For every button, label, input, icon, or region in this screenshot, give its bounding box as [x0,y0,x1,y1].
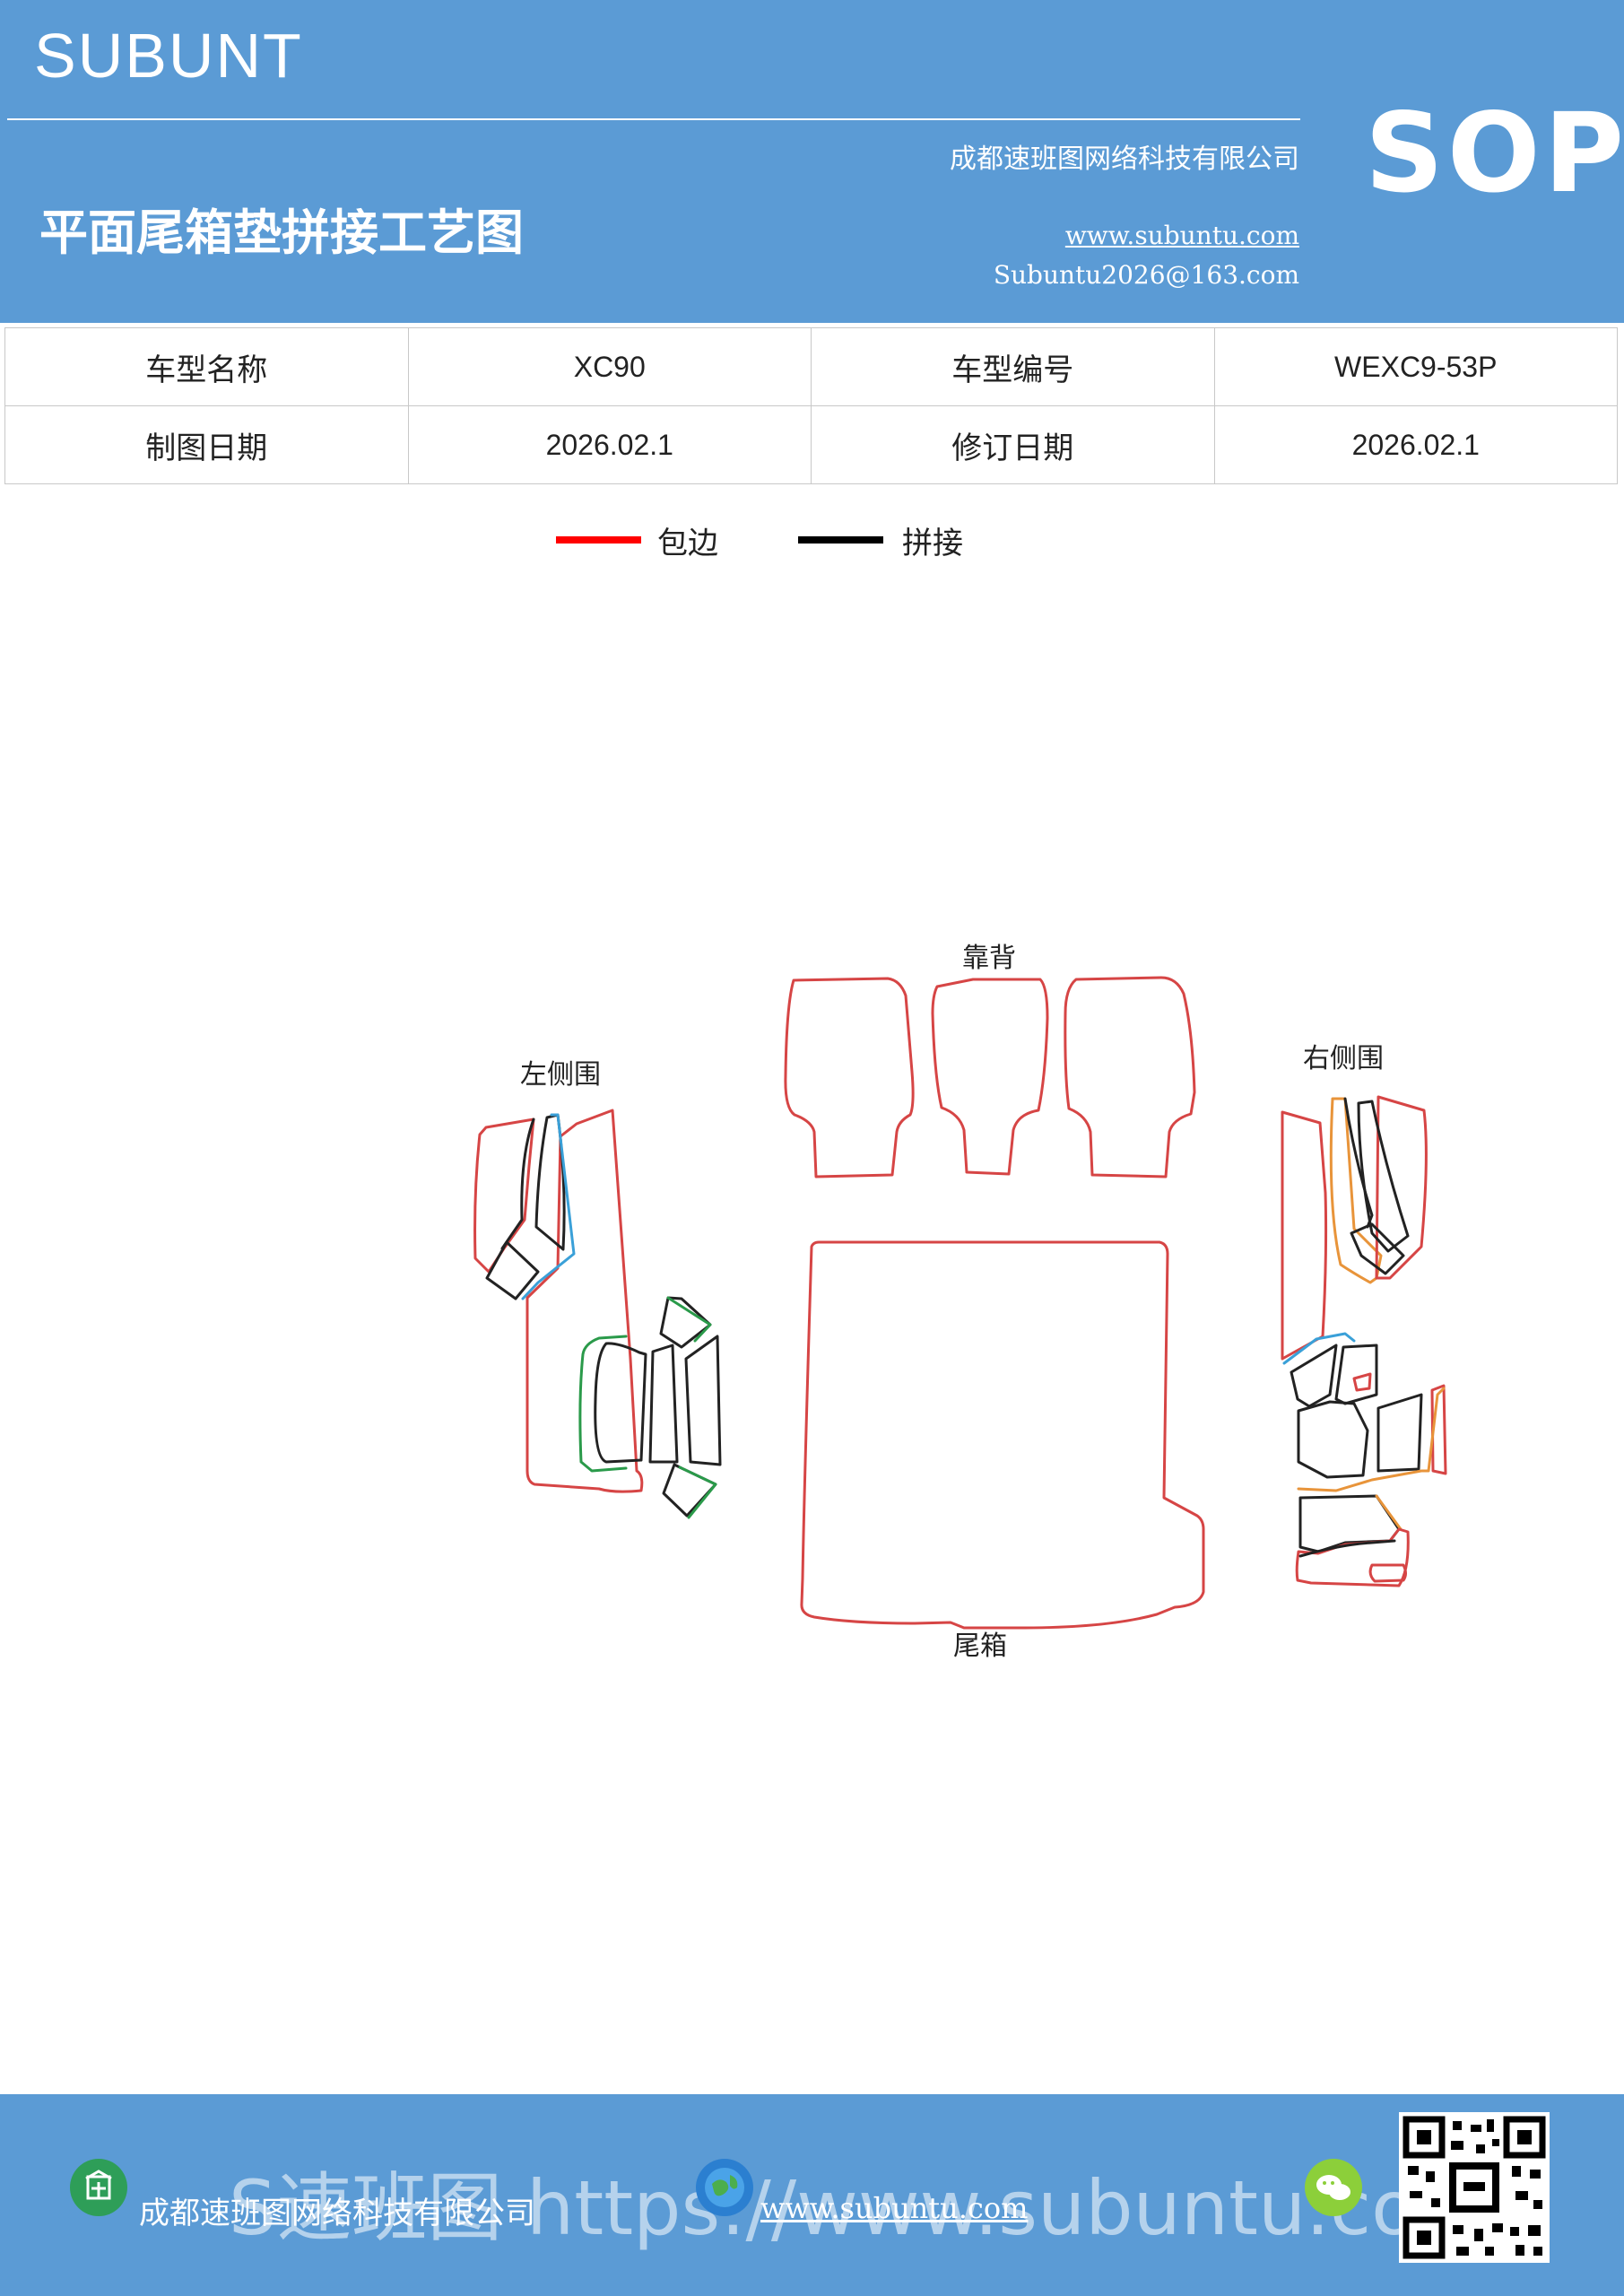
label-model-name: 车型名称 [4,327,409,406]
right-splice-c [1350,1222,1405,1275]
left-lower-piece-3 [684,1335,722,1466]
footer-banner: S速班图 https://www.subuntu.com 成都速班图网络科技有限… [0,2094,1624,2296]
legend-splice-label: 拼接 [902,526,963,561]
backrest-piece-right [1064,976,1196,1178]
email-address: Subuntu2026@163.com [993,260,1299,290]
value-draw-date: 2026.02.1 [407,405,812,484]
left-lower-piece-2 [648,1344,679,1464]
left-splice-c [485,1240,540,1300]
value-model-code: WEXC9-53P [1213,327,1618,406]
label-model-code: 车型编号 [811,327,1215,406]
left-green-bottom [678,1465,717,1519]
right-blue-edge [1282,1332,1356,1365]
company-name: 成都速班图网络科技有限公司 [950,144,1299,175]
sop-label: SOP [1365,90,1624,217]
legend-splice-swatch [798,536,883,544]
left-blue-edge [521,1113,576,1300]
right-mid-piece-b-inner [1352,1372,1372,1392]
label-left-side: 左侧围 [520,1059,601,1091]
label-backrest: 靠背 [962,943,1016,974]
value-model-name: XC90 [407,327,812,406]
left-green-top [666,1296,712,1343]
wechat-icon [1305,2159,1362,2216]
right-mid-piece-a [1290,1344,1338,1408]
label-draw-date: 制图日期 [4,405,409,484]
footer-watermark: S速班图 https://www.subuntu.com [229,2164,1491,2252]
right-lower-splice [1298,1539,1396,1558]
page-title: 平面尾箱垫拼接工艺图 [39,204,524,261]
backrest-piece-left [784,977,915,1178]
right-panel-outer [1281,1110,1328,1361]
footer-company: 成都速班图网络科技有限公司 [139,2196,535,2231]
legend: 包边 拼接 [0,520,1624,574]
header-divider [7,118,1300,120]
label-revision-date: 修订日期 [811,405,1215,484]
right-mid-piece-c [1297,1400,1369,1479]
trunk-panel [800,1240,1205,1630]
left-green-edge [578,1335,628,1473]
left-lower-piece-top [659,1296,712,1349]
label-trunk: 尾箱 [953,1631,1007,1662]
table-row: 车型名称 XC90 车型编号 WEXC9-53P [4,327,1618,406]
header-banner: SUBUNT SOP 成都速班图网络科技有限公司 平面尾箱垫拼接工艺图 www.… [0,0,1624,323]
footer-website[interactable]: www.subuntu.com [760,2191,1029,2225]
legend-edge-label: 包边 [657,526,718,561]
value-revision-date: 2026.02.1 [1213,405,1618,484]
left-panel-upper [473,1118,535,1274]
right-lower-outer [1295,1527,1410,1587]
left-splice-a [500,1118,535,1250]
right-splice-a [1343,1097,1374,1229]
right-mid-piece-d [1376,1393,1423,1473]
website-link[interactable]: www.subuntu.com [1064,221,1299,250]
vehicle-info-table: 车型名称 XC90 车型编号 WEXC9-53P 制图日期 2026.02.1 … [4,327,1618,484]
brand-logo-text: SUBUNT [34,21,303,91]
right-lower-slot [1368,1563,1407,1583]
globe-icon [696,2159,753,2216]
label-right-side: 右侧围 [1303,1043,1384,1074]
left-lower-piece-1 [594,1342,647,1464]
table-row: 制图日期 2026.02.1 修订日期 2026.02.1 [4,405,1618,484]
legend-edge-swatch [556,536,641,544]
left-panel-outer [525,1109,644,1493]
right-lower-orange [1375,1494,1403,1531]
right-orange-upper [1329,1097,1383,1284]
qr-code [1399,2112,1550,2263]
right-panel-upper [1375,1095,1428,1280]
right-splice-b [1357,1100,1410,1253]
backrest-piece-middle [931,978,1049,1176]
right-orange-mid [1297,1387,1446,1492]
building-icon [70,2159,127,2216]
right-mid-piece-b [1334,1344,1378,1405]
